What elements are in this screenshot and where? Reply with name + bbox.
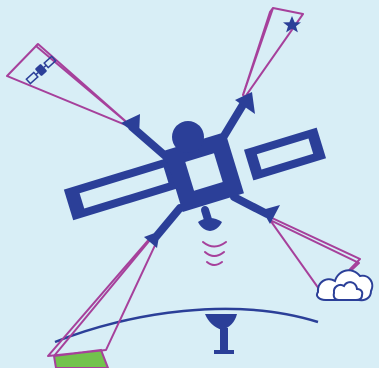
ground-antenna-base <box>214 350 234 354</box>
satellite-top-module <box>172 121 204 153</box>
ground-antenna-stand <box>220 328 228 352</box>
